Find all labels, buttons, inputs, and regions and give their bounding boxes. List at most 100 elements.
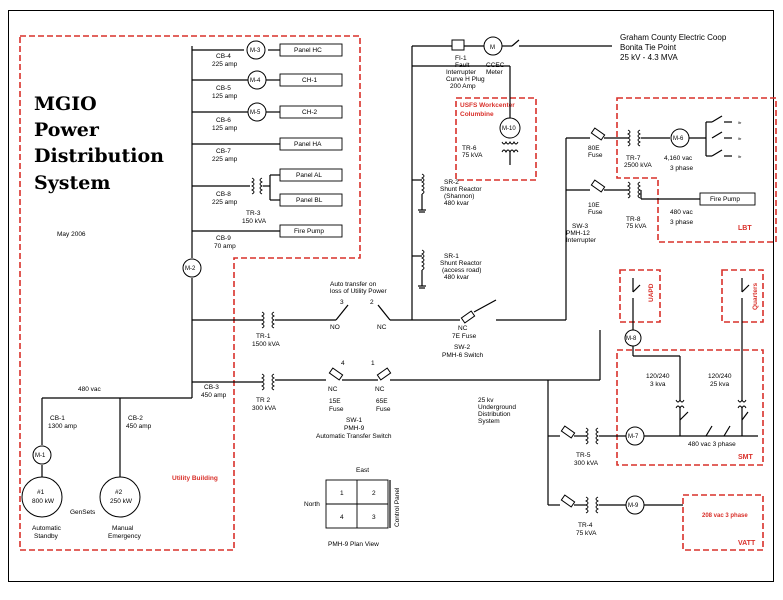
- shunt-reactor-sr2: [420, 173, 425, 195]
- gensets-label: GenSets: [70, 509, 96, 516]
- ugd-l1: 25 kv: [478, 397, 494, 404]
- cb5-rating: 125 amp: [212, 93, 238, 100]
- quarters-boundary: [721, 269, 764, 323]
- vatt-voltage: 208 vac 3 phase: [702, 513, 748, 519]
- shunt-reactor-sr1: [420, 249, 425, 271]
- ats-switch-2: [377, 304, 391, 321]
- tr4-rating: 75 kVA: [576, 530, 597, 537]
- meter-m5: [247, 102, 267, 122]
- lbt-switch-1: [711, 115, 723, 123]
- cb5-branch: M-4 CH-1 CB-5 125 amp: [192, 70, 343, 100]
- sr1-l1: Shunt Reactor: [440, 260, 482, 267]
- utility-name-3: 25 kV - 4.3 MVA: [620, 53, 678, 62]
- fuse-15e-l2: Fuse: [329, 406, 344, 413]
- meter-m10: [499, 117, 521, 139]
- uapd-switch: [632, 284, 641, 293]
- meter-m6-label: M-6: [673, 136, 684, 142]
- usfs-boundary: [455, 97, 537, 181]
- fi1-l2: Interrupter: [446, 69, 477, 76]
- smt-bus-label: 480 vac 3 phase: [688, 441, 736, 448]
- fuse-7e: [460, 310, 476, 324]
- load-panel-ha: [279, 137, 343, 151]
- cb1-rating: 1300 amp: [48, 423, 77, 430]
- cb1-id: CB-1: [50, 415, 65, 422]
- plan-cell-4: 4: [340, 514, 344, 521]
- ugd-l4: System: [478, 418, 500, 425]
- fuse-10e: [590, 179, 606, 193]
- sr1-id: SR-1: [444, 253, 459, 260]
- fuse-10e-l2: Fuse: [588, 209, 603, 216]
- cb7-id: CB-7: [216, 148, 231, 155]
- cb2-rating: 450 amp: [126, 423, 152, 430]
- load-panel-al-label: Panel AL: [296, 172, 322, 179]
- fi1-l4: 200 Amp: [450, 83, 476, 90]
- lbt-label: LBT: [738, 225, 752, 232]
- load-ch1-label: CH-1: [302, 77, 318, 84]
- smt-v2: 3 kva: [650, 381, 666, 388]
- generator-2: [99, 476, 141, 518]
- ats-nc-top: NC: [377, 324, 387, 331]
- ats-note-1: Auto transfer on: [330, 281, 377, 288]
- title-line-1: MGIO: [34, 93, 97, 115]
- cb4-rating: 225 amp: [212, 61, 238, 68]
- cb8-id: CB-8: [216, 191, 231, 198]
- load-fire-pump: [279, 224, 343, 238]
- tr7-id: TR-7: [626, 155, 641, 162]
- load-ch2-label: CH-2: [302, 109, 318, 116]
- cb4-branch: M-3 Panel HC CB-4 225 amp: [192, 40, 343, 68]
- tr6-id: TR-6: [462, 145, 477, 152]
- cb3-id: CB-3: [204, 384, 219, 391]
- cb8-branch: Panel AL Panel BL CB-8 225 amp TR-3 150 …: [192, 168, 343, 225]
- cb5-id: CB-5: [216, 85, 231, 92]
- smt-v3: 120/240: [708, 373, 732, 380]
- sr1-l3: 480 kvar: [444, 274, 470, 281]
- lbt-boundary: [616, 97, 777, 243]
- tr3-id: TR-3: [246, 210, 261, 217]
- lbt-v4: 3 phase: [670, 219, 694, 226]
- meter-m7-label: M-7: [628, 434, 639, 440]
- usfs-label: USFS Workcenter: [460, 102, 515, 109]
- bus-480vac: 480 vac: [78, 386, 102, 393]
- plan-control-panel: Control Panel: [394, 487, 401, 527]
- fuse-80e: [590, 127, 606, 141]
- load-fire-pump-label: Fire Pump: [294, 228, 324, 235]
- ugd-l3: Distribution: [478, 411, 511, 418]
- plan-cell-3: 3: [372, 514, 376, 521]
- load-ch1: [279, 73, 343, 87]
- tr2-rating: 300 kVA: [252, 405, 277, 412]
- cb8-rating: 225 amp: [212, 199, 238, 206]
- sr1-l2: (access road): [442, 267, 481, 274]
- date-label: May 2006: [57, 231, 86, 238]
- lbt-load-2: ltr: [738, 136, 742, 141]
- tr7-rating: 2500 kVA: [624, 162, 652, 169]
- plan-east: East: [356, 467, 369, 474]
- fuse-10e-l1: 10E: [588, 202, 600, 209]
- sw1-l1: PMH-9: [344, 425, 365, 432]
- tr5-rating: 300 kVA: [574, 460, 599, 467]
- load-panel-ha-label: Panel HA: [294, 141, 322, 148]
- lbt-switch-2: [711, 131, 723, 139]
- meter-m4: [247, 70, 267, 90]
- ats-n2: 2: [370, 299, 374, 306]
- quarters-switch: [741, 284, 750, 293]
- load-panel-al: [279, 168, 343, 182]
- gen2-desc1: Manual: [112, 525, 134, 532]
- cb4-id: CB-4: [216, 53, 231, 60]
- fuse-7e-label: 7E Fuse: [452, 333, 477, 340]
- title-line-4: System: [34, 172, 110, 194]
- fuse-65e-l2: Fuse: [376, 406, 391, 413]
- utility-name-1: Graham County Electric Coop: [620, 33, 727, 42]
- sr2-id: SR-2: [444, 179, 459, 186]
- fuse-65e-l1: 65E: [376, 398, 388, 405]
- sw2-nc: NC: [458, 325, 468, 332]
- lbt-fire-pump: [699, 192, 756, 206]
- ats-nc-right: NC: [375, 386, 385, 393]
- lbt-load-1: ltr: [738, 120, 742, 125]
- ccec-meter-icon: M: [490, 45, 495, 51]
- fi1-l3: Curve H Plug: [446, 76, 485, 83]
- cb9-rating: 70 amp: [214, 243, 236, 250]
- ats-note-2: loss of Utility Power: [330, 288, 388, 295]
- usfs-label-2: Columbine: [460, 111, 494, 118]
- utility-building-label: Utility Building: [172, 475, 218, 482]
- gen1-rating: 800 kW: [32, 498, 55, 505]
